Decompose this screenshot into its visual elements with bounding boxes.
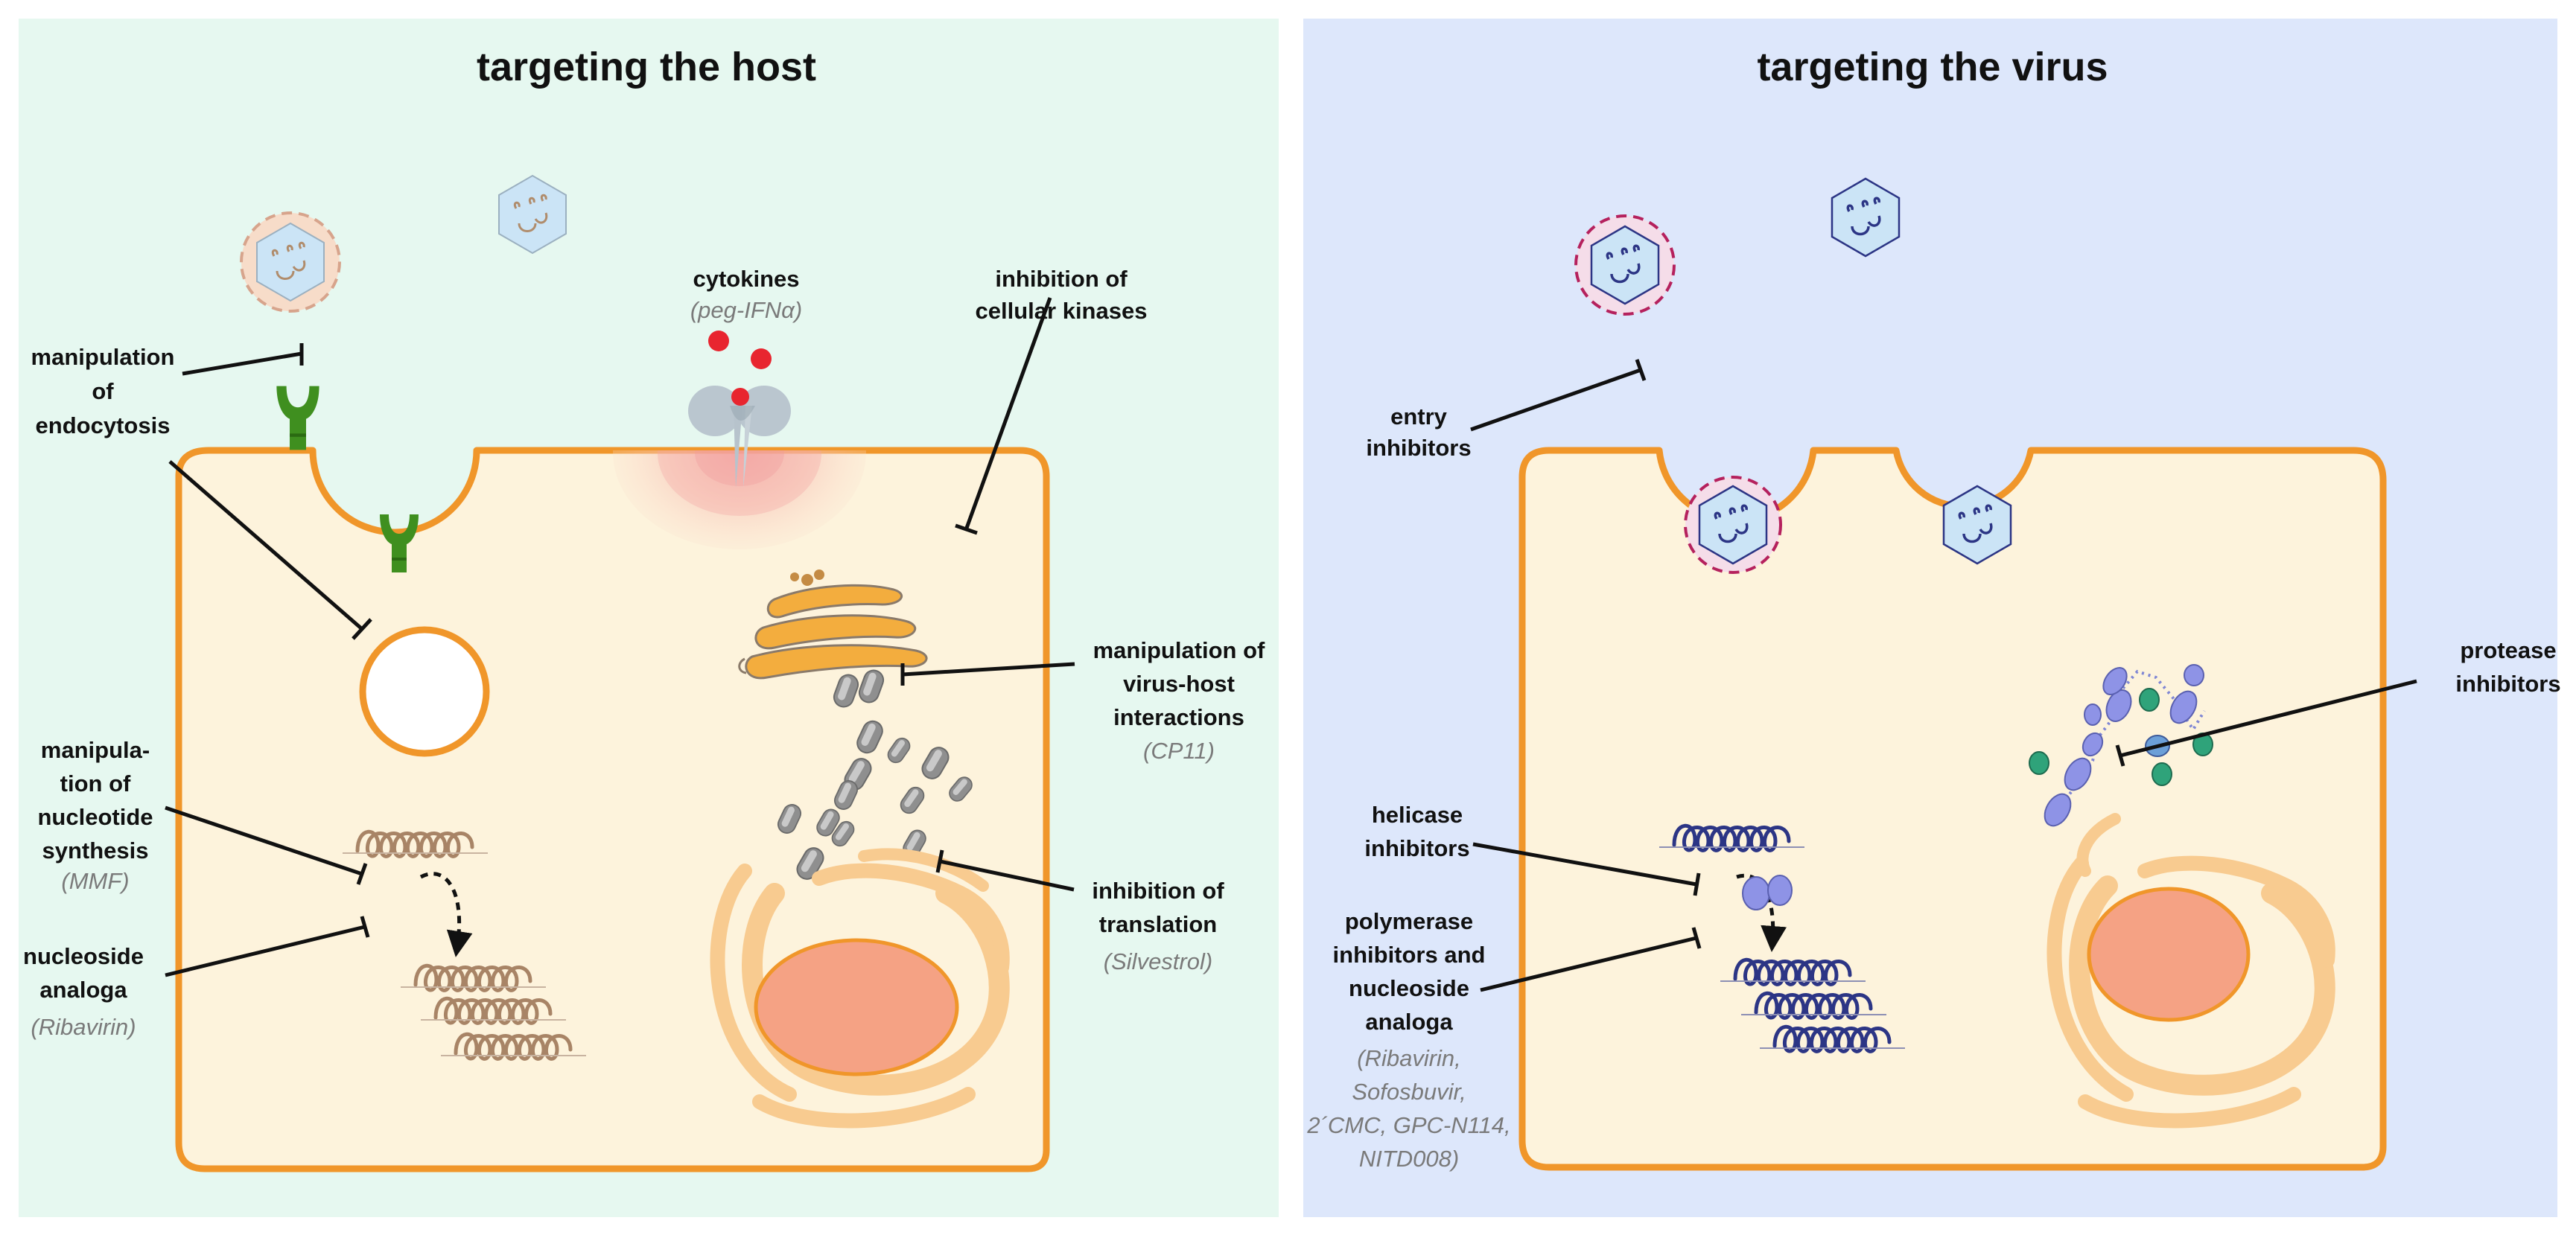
label-polymerase: polymerase inhibitors and nucleoside ana… bbox=[1306, 908, 1510, 1172]
inhibitor-line-entry bbox=[1470, 359, 1647, 432]
virus-panel-title: targeting the virus bbox=[1757, 45, 2108, 89]
virus-cell bbox=[1518, 447, 2387, 1171]
label-virus-host-line: virus-host bbox=[1123, 671, 1235, 697]
nucleus-virus-cell bbox=[2087, 887, 2251, 1022]
label-nucleotide-line: manipula- bbox=[41, 737, 150, 763]
label-polymerase-line: nucleoside bbox=[1349, 975, 1469, 1001]
label-translation-line: inhibition of bbox=[1092, 878, 1224, 904]
inhibitor-line-polymerase bbox=[1480, 927, 1702, 992]
cytokine-molecule bbox=[708, 331, 729, 351]
inhibitor-line-translation bbox=[935, 849, 1075, 892]
label-cytokines-line: cytokines bbox=[693, 266, 799, 292]
label-polymerase-drug: Sofosbuvir, bbox=[1352, 1079, 1466, 1105]
label-virus-host-line: interactions bbox=[1113, 704, 1244, 730]
label-nucleotide: manipula- tion of nucleotide synthesis (… bbox=[37, 737, 153, 894]
host-panel-title: targeting the host bbox=[477, 45, 816, 89]
inhibitor-line-protease bbox=[2115, 679, 2417, 767]
label-protease: protease inhibitors bbox=[2455, 637, 2560, 697]
label-cytokines: cytokines (peg-IFNα) bbox=[690, 266, 802, 323]
label-protease-line: protease bbox=[2460, 637, 2556, 663]
viral-helicase bbox=[1742, 875, 1793, 910]
label-endocytosis-line: manipulation bbox=[31, 344, 175, 370]
golgi-apparatus bbox=[738, 569, 928, 680]
label-nucleoside-host-drug: (Ribavirin) bbox=[31, 1014, 136, 1040]
label-nucleotide-line: synthesis bbox=[42, 837, 148, 864]
inhibitor-line-virus-host bbox=[900, 662, 1075, 686]
label-polymerase-drug: NITD008) bbox=[1359, 1146, 1459, 1172]
label-translation-line: translation bbox=[1099, 911, 1217, 937]
inhibitor-line-endocytosis-endosome bbox=[168, 460, 372, 640]
label-virus-host: manipulation of virus-host interactions … bbox=[1093, 637, 1265, 764]
endoplasmic-reticulum bbox=[710, 848, 1010, 1129]
label-polymerase-line: polymerase bbox=[1345, 908, 1473, 934]
cytokine-molecule bbox=[731, 388, 749, 406]
cytokine-molecule bbox=[751, 348, 772, 369]
label-virus-host-drug: (CP11) bbox=[1143, 738, 1215, 764]
label-helicase-line: helicase bbox=[1372, 802, 1463, 828]
label-endocytosis: manipulation of endocytosis bbox=[31, 344, 175, 438]
label-kinases-line: inhibition of bbox=[995, 266, 1128, 292]
label-endocytosis-line: of bbox=[92, 378, 114, 404]
cytokine-receptor bbox=[688, 386, 791, 488]
label-entry-line: entry bbox=[1390, 403, 1448, 430]
interferon-signal-glow bbox=[613, 450, 866, 549]
endoplasmic-reticulum-virus-cell bbox=[2047, 813, 2335, 1129]
label-cytokines-drug: (peg-IFNα) bbox=[690, 297, 802, 323]
label-translation: inhibition of translation (Silvestrol) bbox=[1092, 878, 1224, 974]
inhibitor-line-nucleoside-host bbox=[165, 916, 370, 977]
inhibitor-line-cellular-kinases bbox=[955, 297, 1052, 535]
replication-arrow bbox=[419, 872, 473, 957]
label-nucleoside-host-line: nucleoside bbox=[23, 943, 144, 969]
label-entry: entry inhibitors bbox=[1366, 403, 1471, 461]
label-nucleotide-line: tion of bbox=[60, 770, 131, 797]
endosome bbox=[359, 626, 490, 757]
label-endocytosis-line: endocytosis bbox=[36, 412, 171, 438]
label-protease-line: inhibitors bbox=[2455, 671, 2560, 697]
label-entry-line: inhibitors bbox=[1366, 435, 1471, 461]
label-nucleoside-host-line: analoga bbox=[39, 977, 127, 1003]
label-polymerase-drug: 2´CMC, GPC-N114, bbox=[1306, 1112, 1510, 1138]
label-cellular-kinases: inhibition of cellular kinases bbox=[976, 266, 1148, 324]
label-kinases-line: cellular kinases bbox=[976, 298, 1148, 324]
inhibitor-line-nucleotide bbox=[165, 805, 368, 885]
label-helicase-line: inhibitors bbox=[1364, 835, 1469, 861]
label-polymerase-drug: (Ribavirin, bbox=[1357, 1045, 1461, 1071]
label-nucleotide-drug: (MMF) bbox=[61, 868, 129, 894]
inhibitor-line-helicase bbox=[1472, 842, 1701, 896]
label-nucleoside-host: nucleoside analoga (Ribavirin) bbox=[23, 943, 144, 1040]
inhibitor-line-endocytosis-receptor bbox=[182, 343, 304, 376]
enveloped-virion-host bbox=[240, 211, 341, 313]
label-polymerase-line: inhibitors and bbox=[1333, 942, 1486, 968]
label-polymerase-line: analoga bbox=[1365, 1009, 1453, 1035]
label-nucleotide-line: nucleotide bbox=[37, 804, 153, 830]
protease-molecules bbox=[2029, 688, 2213, 786]
enveloped-virion-in-pit bbox=[1684, 476, 1782, 574]
enveloped-virion bbox=[1574, 214, 1676, 316]
nucleus bbox=[754, 938, 959, 1076]
label-virus-host-line: manipulation of bbox=[1093, 637, 1265, 663]
label-translation-drug: (Silvestrol) bbox=[1104, 948, 1212, 974]
label-helicase: helicase inhibitors bbox=[1364, 802, 1469, 861]
